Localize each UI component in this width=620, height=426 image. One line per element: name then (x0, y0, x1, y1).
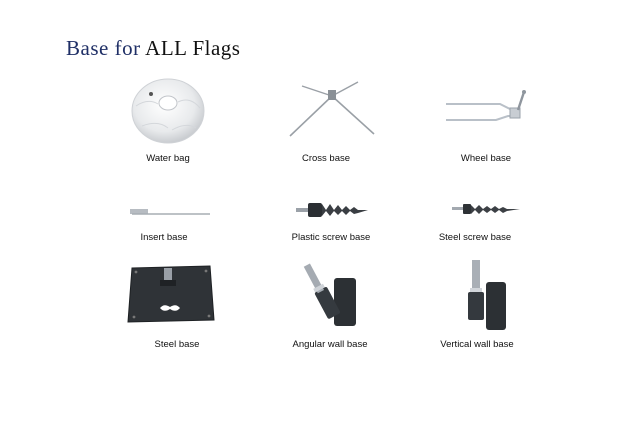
item-label: Plastic screw base (291, 232, 371, 243)
item-label: Water bag (146, 153, 190, 164)
item-label: Insert base (140, 232, 188, 243)
item-label: Vertical wall base (440, 339, 514, 350)
water-bag-icon (131, 78, 205, 144)
plastic-screw-base-icon (296, 203, 368, 217)
wheel-base-icon (446, 90, 526, 121)
vertical-wall-base-icon (468, 260, 506, 330)
steel-base-icon (127, 265, 215, 323)
insert-base-icon (130, 209, 210, 215)
item-label: Steel screw base (438, 232, 512, 243)
item-label: Cross base (301, 153, 351, 164)
title-part-1: Base for (66, 36, 141, 60)
item-label: Steel base (154, 339, 200, 350)
steel-screw-base-icon (452, 204, 520, 214)
angular-wall-base-icon (303, 263, 356, 326)
cross-base-icon (289, 81, 375, 137)
title-part-2: ALL Flags (145, 36, 241, 60)
item-label: Wheel base (460, 153, 512, 164)
page-title: Base for ALL Flags (66, 36, 240, 61)
item-label: Angular wall base (292, 339, 368, 350)
